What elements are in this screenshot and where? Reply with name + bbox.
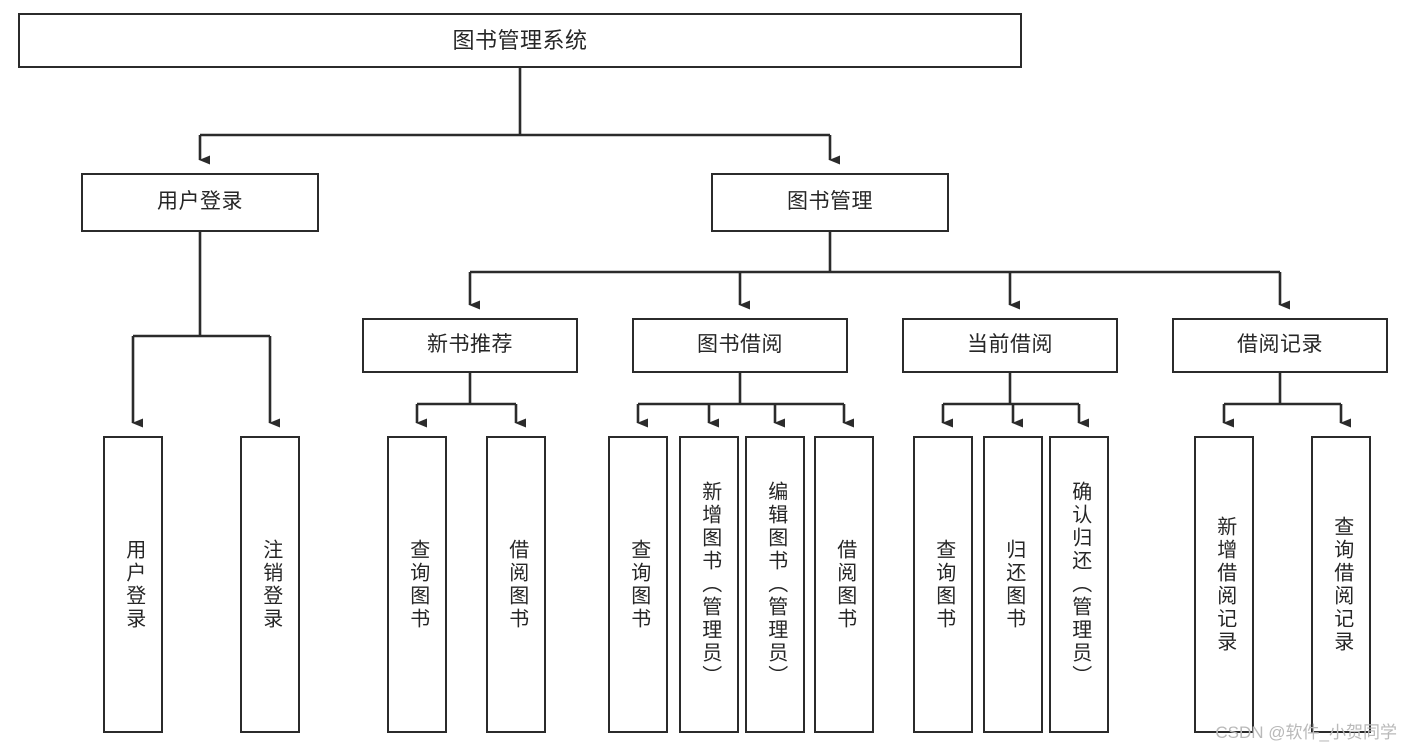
node-leaf-query-record[interactable]: 查询借阅记录 bbox=[1311, 436, 1371, 733]
node-leaf-user-logout[interactable]: 注销登录 bbox=[240, 436, 300, 733]
node-new-book-rec-label: 新书推荐 bbox=[427, 333, 513, 357]
node-leaf-borrow-book-rec-label: 借阅图书 bbox=[505, 538, 528, 631]
node-leaf-query-book-cb[interactable]: 查询图书 bbox=[913, 436, 973, 733]
watermark-text: CSDN @软件_小贺同学 bbox=[1215, 723, 1397, 742]
node-book-manage[interactable]: 图书管理 bbox=[711, 173, 949, 232]
node-leaf-query-book-bb-label: 查询图书 bbox=[627, 538, 650, 631]
node-leaf-user-login-label: 用户登录 bbox=[122, 538, 145, 631]
node-leaf-add-record-label: 新增借阅记录 bbox=[1213, 515, 1236, 654]
node-leaf-borrow-book-rec[interactable]: 借阅图书 bbox=[486, 436, 546, 733]
node-leaf-confirm-return-label: 确认归还（管理员） bbox=[1068, 481, 1091, 688]
node-root-label: 图书管理系统 bbox=[452, 27, 588, 53]
node-book-borrow-label: 图书借阅 bbox=[697, 333, 783, 357]
node-current-borrow[interactable]: 当前借阅 bbox=[902, 318, 1118, 373]
node-current-borrow-label: 当前借阅 bbox=[967, 333, 1053, 357]
node-leaf-return-book-label: 归还图书 bbox=[1002, 538, 1025, 631]
node-leaf-borrow-book-bb-label: 借阅图书 bbox=[833, 538, 856, 631]
node-book-manage-label: 图书管理 bbox=[787, 190, 873, 214]
node-leaf-edit-book[interactable]: 编辑图书（管理员） bbox=[745, 436, 805, 733]
node-leaf-borrow-book-bb[interactable]: 借阅图书 bbox=[814, 436, 874, 733]
node-leaf-return-book[interactable]: 归还图书 bbox=[983, 436, 1043, 733]
node-borrow-record[interactable]: 借阅记录 bbox=[1172, 318, 1388, 373]
node-leaf-confirm-return[interactable]: 确认归还（管理员） bbox=[1049, 436, 1109, 733]
node-book-borrow[interactable]: 图书借阅 bbox=[632, 318, 848, 373]
node-leaf-user-logout-label: 注销登录 bbox=[259, 538, 282, 631]
node-leaf-query-book-rec-label: 查询图书 bbox=[406, 538, 429, 631]
node-leaf-add-book[interactable]: 新增图书（管理员） bbox=[679, 436, 739, 733]
node-new-book-rec[interactable]: 新书推荐 bbox=[362, 318, 578, 373]
node-user-login[interactable]: 用户登录 bbox=[81, 173, 319, 232]
node-leaf-query-book-cb-label: 查询图书 bbox=[932, 538, 955, 631]
node-leaf-query-book-bb[interactable]: 查询图书 bbox=[608, 436, 668, 733]
node-leaf-add-record[interactable]: 新增借阅记录 bbox=[1194, 436, 1254, 733]
node-leaf-query-book-rec[interactable]: 查询图书 bbox=[387, 436, 447, 733]
node-leaf-edit-book-label: 编辑图书（管理员） bbox=[764, 481, 787, 688]
node-leaf-query-record-label: 查询借阅记录 bbox=[1330, 515, 1353, 654]
node-borrow-record-label: 借阅记录 bbox=[1237, 333, 1323, 357]
node-leaf-user-login[interactable]: 用户登录 bbox=[103, 436, 163, 733]
node-user-login-label: 用户登录 bbox=[157, 190, 243, 214]
node-leaf-add-book-label: 新增图书（管理员） bbox=[698, 481, 721, 688]
node-root[interactable]: 图书管理系统 bbox=[18, 13, 1022, 68]
